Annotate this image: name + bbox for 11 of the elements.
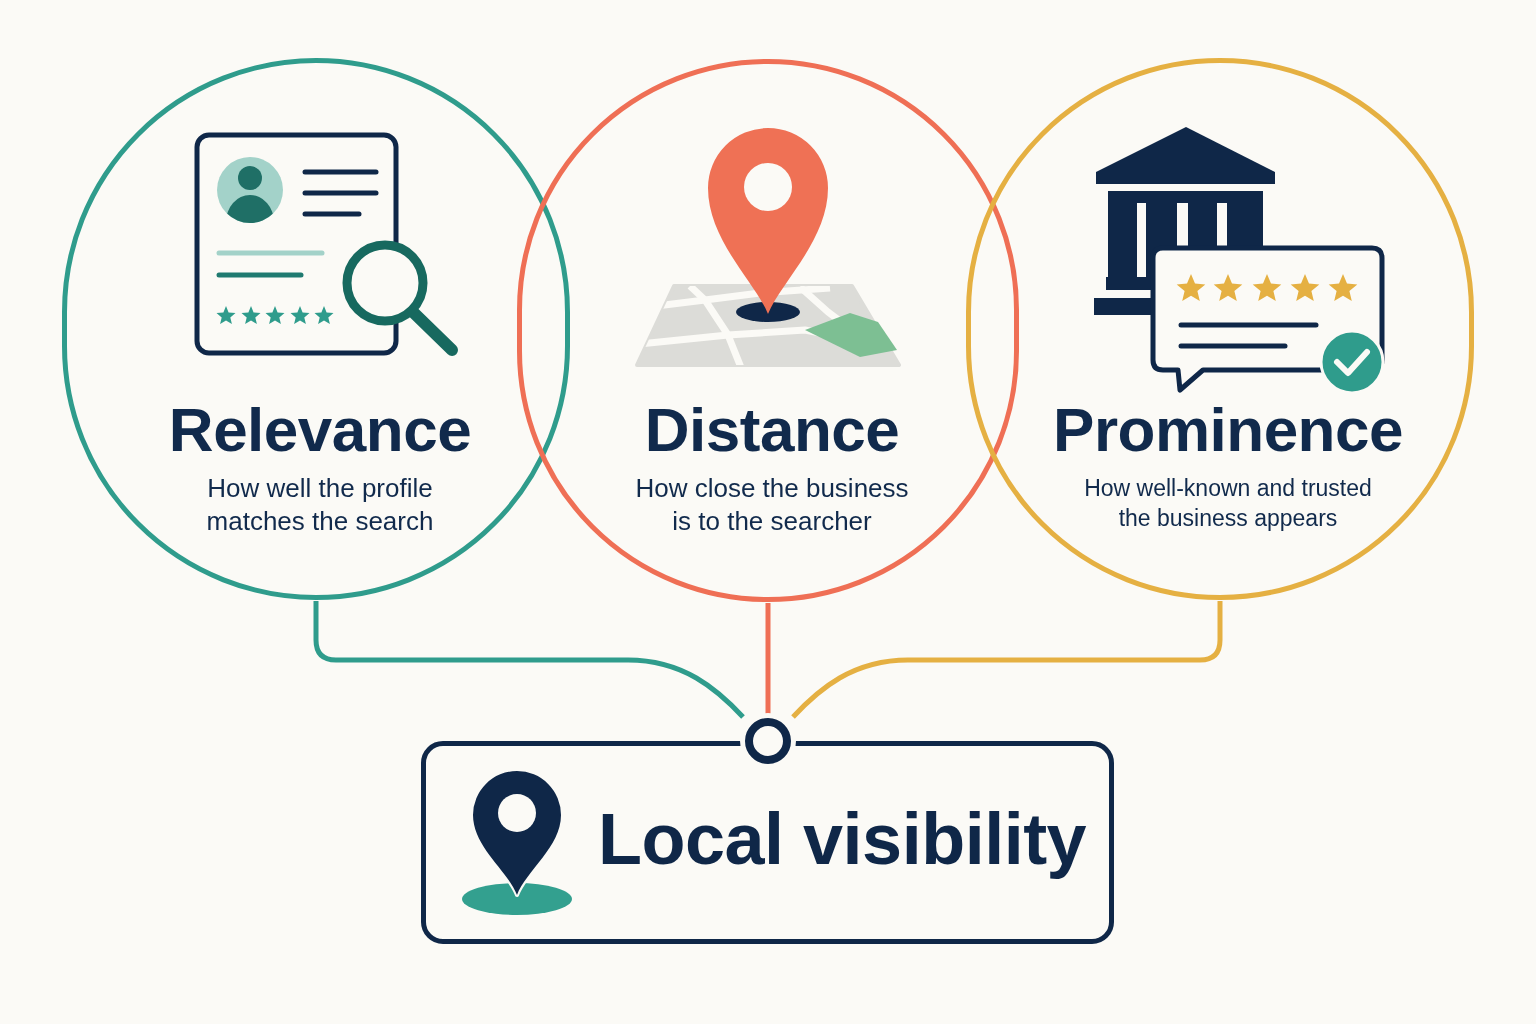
circle-title: Relevance bbox=[168, 399, 472, 461]
connector-line bbox=[765, 603, 771, 716]
result-box bbox=[421, 741, 1114, 944]
circle-title: Prominence bbox=[1053, 399, 1403, 461]
circle-description: How well-known and trusted the business appears bbox=[1083, 474, 1373, 533]
connector-line bbox=[791, 601, 1223, 719]
circle-title: Distance bbox=[644, 399, 900, 461]
connector-line bbox=[313, 601, 745, 719]
circle-description: How close the business is to the searcher bbox=[634, 472, 910, 538]
result-title: Local visibility bbox=[598, 802, 1087, 881]
circle-description: How well the profile matches the search bbox=[205, 472, 435, 538]
